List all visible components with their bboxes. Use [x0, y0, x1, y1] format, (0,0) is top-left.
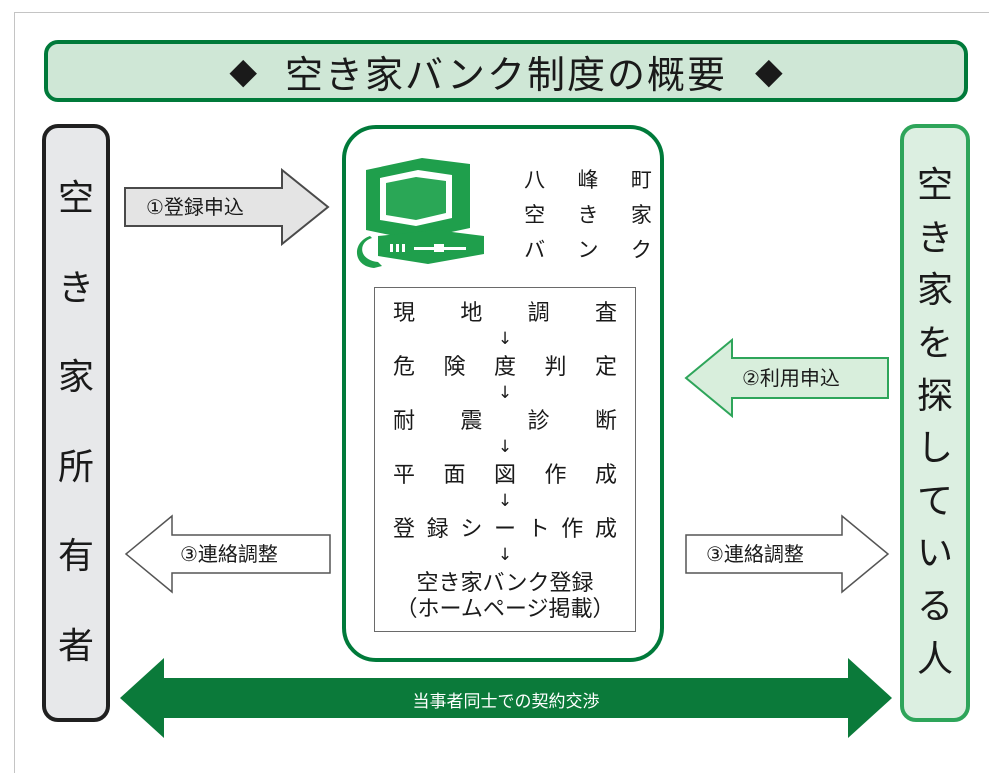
contact-right-arrow: ③連絡調整 [684, 514, 890, 594]
step-char: 面 [443, 463, 466, 488]
seeker-char: て [916, 480, 953, 522]
contact-left-arrow-label: ③連絡調整 [180, 542, 278, 566]
seeker-char: き [916, 217, 953, 259]
seeker-char: し [916, 428, 953, 470]
diamond-icon-right: ◆ [754, 50, 783, 92]
step-char: 危 [393, 355, 416, 380]
step-site-survey: 現 地 調 査 [375, 301, 635, 327]
owner-char: 家 [57, 357, 94, 399]
step-char: ー [493, 517, 516, 542]
step-char: 度 [493, 355, 516, 380]
contact-left-arrow: ③連絡調整 [124, 514, 332, 594]
outer-frame [14, 12, 989, 773]
seeker-box: 空 き 家 を 探 し て い る 人 [900, 124, 970, 722]
register-arrow-label: ①登録申込 [146, 195, 244, 219]
step-char: ト [527, 517, 550, 542]
step-char: 耐 [393, 409, 416, 434]
step-char: シ [460, 517, 483, 542]
step-floor-plan: 平 面 図 作 成 [375, 463, 635, 489]
step-homepage-posting: （ホームページ掲載） [395, 597, 615, 622]
diamond-icon-left: ◆ [229, 50, 258, 92]
bank-name-char: ク [630, 238, 652, 262]
contact-right-arrow-label: ③連絡調整 [706, 542, 804, 566]
seeker-char: を [916, 323, 953, 365]
step-char: 作 [561, 517, 584, 542]
seeker-char: 人 [916, 638, 953, 680]
owner-char: 者 [57, 625, 94, 667]
owner-char: 所 [57, 446, 94, 488]
seeker-char: い [916, 533, 953, 575]
owner-char: き [57, 267, 94, 309]
step-char: 断 [594, 409, 617, 434]
step-char: 成 [594, 517, 617, 542]
step-char: 図 [493, 463, 516, 488]
bank-name-char: 八 [524, 168, 546, 192]
down-arrow-icon: ↓ [497, 329, 513, 349]
bank-name-char: バ [524, 238, 546, 262]
bank-name-char: 空 [524, 203, 546, 227]
step-char: 調 [527, 301, 550, 326]
bank-name: 八 峰 町 空 き 家 バ ン ク [508, 168, 668, 262]
step-char: 平 [393, 463, 416, 488]
step-char: 成 [594, 463, 617, 488]
step-char: 査 [594, 301, 617, 326]
bank-name-char: 家 [630, 203, 652, 227]
down-arrow-icon: ↓ [497, 491, 513, 511]
procedure-steps: 現 地 調 査 ↓ 危 険 度 判 定 ↓ 耐 震 診 断 ↓ 平 面 図 作 … [374, 287, 636, 632]
seeker-char: 家 [916, 270, 953, 312]
owner-char: 有 [57, 536, 94, 578]
step-bank-registration: 空き家バンク登録 [416, 571, 594, 596]
down-arrow-icon: ↓ [497, 545, 513, 565]
step-char: 登 [393, 517, 416, 542]
step-char: 地 [460, 301, 483, 326]
owner-box: 空 き 家 所 有 者 [42, 124, 110, 722]
down-arrow-icon: ↓ [497, 437, 513, 457]
page-title: 空き家バンク制度の概要 [285, 52, 727, 97]
step-char: 現 [393, 301, 416, 326]
bank-name-char: き [577, 203, 599, 227]
step-char: 録 [426, 517, 449, 542]
seeker-char: る [916, 586, 953, 628]
down-arrow-icon: ↓ [497, 383, 513, 403]
step-char: 判 [544, 355, 567, 380]
step-registration-sheet: 登 録 シ ー ト 作 成 [375, 517, 635, 543]
seeker-char: 探 [916, 375, 953, 417]
step-char: 震 [460, 409, 483, 434]
step-char: 作 [544, 463, 567, 488]
bank-name-char: ン [577, 238, 599, 262]
computer-icon [356, 158, 484, 268]
bank-name-char: 峰 [577, 168, 599, 192]
use-application-arrow: ②利用申込 [684, 338, 890, 418]
step-char: 診 [527, 409, 550, 434]
step-char: 険 [443, 355, 466, 380]
owner-char: 空 [57, 178, 94, 220]
negotiation-arrow-label: 当事者同士での契約交渉 [412, 692, 600, 712]
bank-name-char: 町 [630, 168, 652, 192]
step-seismic-diagnosis: 耐 震 診 断 [375, 409, 635, 435]
seeker-char: 空 [916, 165, 953, 207]
step-char: 定 [594, 355, 617, 380]
register-arrow: ①登録申込 [124, 168, 330, 246]
step-risk-assessment: 危 険 度 判 定 [375, 355, 635, 381]
use-application-arrow-label: ②利用申込 [742, 366, 840, 390]
negotiation-arrow: 当事者同士での契約交渉 [118, 656, 894, 740]
title-banner: ◆ 空き家バンク制度の概要 ◆ [44, 40, 968, 102]
